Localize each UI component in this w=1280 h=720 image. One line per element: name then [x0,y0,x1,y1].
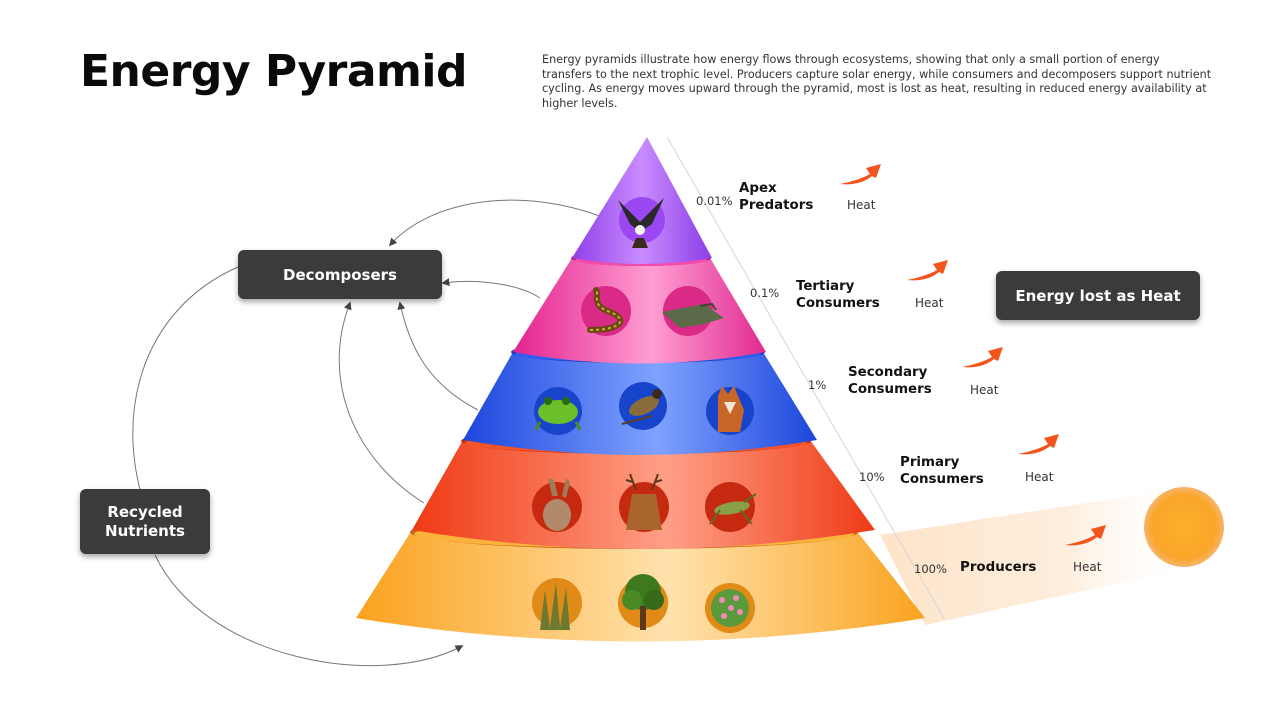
producers-icons [532,574,755,633]
heat-arrow-icon-secondary [962,347,1003,368]
percent-secondary: 1% [808,378,827,392]
grasshopper-icon [705,482,757,532]
heat-label-secondary: Heat [970,383,999,397]
heat-label-producers: Heat [1073,560,1102,574]
arrow-recycled-to-producers [154,554,464,667]
deer-icon [619,473,669,532]
percent-primary: 10% [859,470,885,484]
primary-icons [532,473,757,532]
heat-arrows [840,164,1106,546]
grass-icon [532,578,582,630]
heat-arrow-icon-tertiary [907,260,948,281]
sun-icon [1144,487,1224,567]
frog-icon [534,387,582,435]
fox-icon [706,386,754,435]
bird-icon [619,382,667,430]
description-text: Energy pyramids illustrate how energy fl… [542,53,1212,110]
heat-label-primary: Heat [1025,470,1054,484]
sunlight-beam [880,487,1190,625]
recycled-nutrients-box: Recycled Nutrients [80,489,210,554]
arrow-tertiary-to-decomposers [441,278,541,299]
tertiary-icons [581,286,724,336]
flower-bush-icon [705,583,755,633]
tree-icon [618,574,668,630]
nutrient-cycle-arrows [132,199,606,667]
heat-arrow-icon-primary [1018,434,1059,455]
arrow-secondary-to-decomposers [397,301,479,411]
arrow-primary-to-decomposers [338,301,425,504]
pyramid-level-tertiary [513,250,766,364]
arrow-decomposers-to-recycled [132,266,239,521]
apex-icons [618,197,665,248]
page-title: Energy Pyramid [80,46,467,97]
energy-lost-as-heat-box: Energy lost as Heat [996,271,1200,320]
crocodile-icon [662,286,724,336]
label-producers: Producers [960,560,1037,575]
percent-producers: 100% [914,562,947,576]
arrow-apex-to-decomposers [388,199,606,247]
secondary-icons [534,382,754,435]
heat-label-apex: Heat [847,198,876,212]
decomposers-box: Decomposers [238,250,442,299]
label-primary-consumers: Primary Consumers [900,455,984,487]
heat-arrow-icon-producers [1065,525,1106,546]
label-secondary-consumers: Secondary Consumers [848,365,932,397]
eagle-icon [618,197,665,248]
heat-arrow-icon-apex [840,164,881,185]
heat-label-tertiary: Heat [915,296,944,310]
rabbit-icon [532,478,582,532]
snake-icon [581,286,631,336]
percent-apex: 0.01% [696,194,733,208]
label-tertiary-consumers: Tertiary Consumers [796,279,880,311]
label-apex-predators: Apex Predators [739,181,814,213]
pyramid-side-guide [666,136,946,621]
percent-tertiary: 0.1% [750,286,780,300]
